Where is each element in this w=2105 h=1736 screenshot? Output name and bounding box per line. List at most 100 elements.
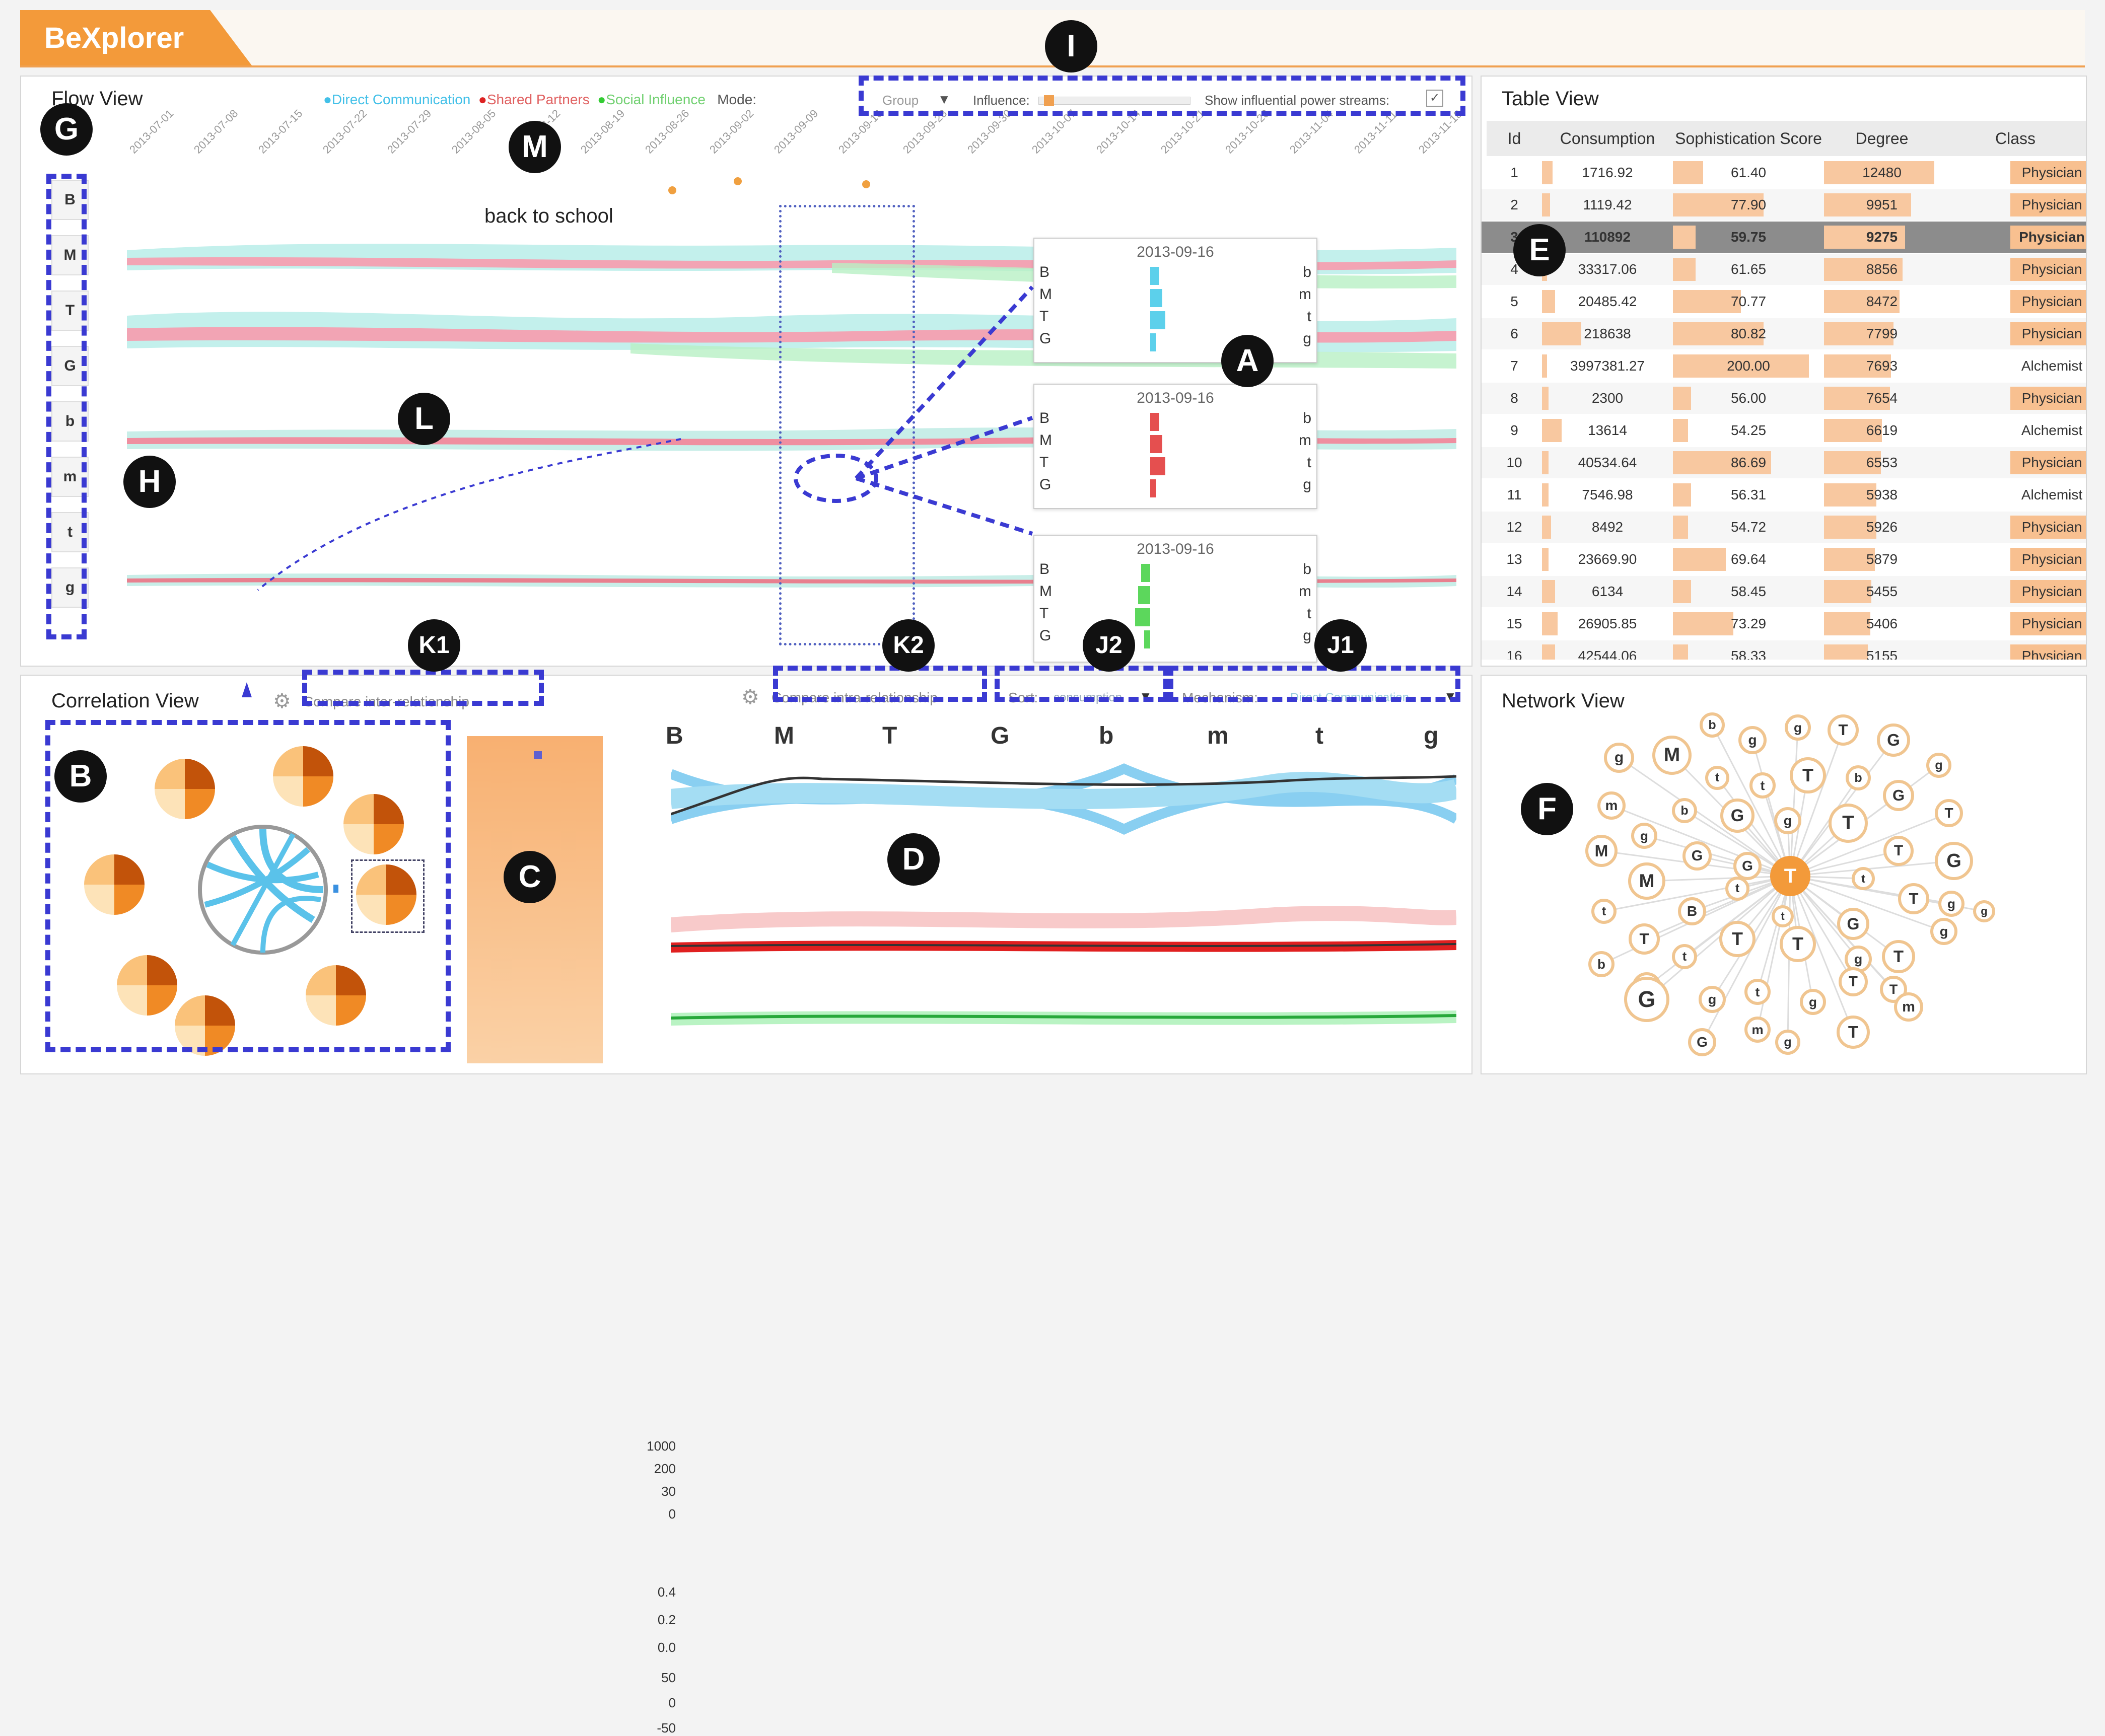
network-node[interactable]: m: [1744, 1017, 1771, 1043]
network-node[interactable]: G: [1720, 799, 1755, 833]
network-node[interactable]: T: [1882, 940, 1915, 973]
network-node[interactable]: t: [1772, 905, 1794, 927]
axis-label-G[interactable]: G: [991, 722, 1010, 749]
network-node[interactable]: G: [1624, 977, 1669, 1022]
network-node[interactable]: g: [1938, 891, 1964, 917]
network-node[interactable]: M: [1585, 835, 1618, 867]
pie-glyph[interactable]: [117, 955, 177, 1016]
pie-glyph[interactable]: [343, 794, 404, 854]
highlight-line-top[interactable]: [671, 775, 1456, 816]
pie-glyph[interactable]: [273, 746, 333, 807]
event-marker[interactable]: [862, 180, 870, 188]
gear-icon[interactable]: ⚙: [741, 686, 759, 708]
network-node[interactable]: G: [1682, 841, 1712, 871]
scale-marker[interactable]: [534, 751, 542, 759]
highlight-line-mid[interactable]: [671, 943, 1456, 947]
network-node[interactable]: g: [1604, 743, 1634, 773]
event-marker[interactable]: [734, 177, 742, 185]
network-node[interactable]: T: [1629, 923, 1660, 955]
network-node[interactable]: g: [1775, 1030, 1800, 1055]
network-node[interactable]: T: [1780, 926, 1816, 962]
network-node[interactable]: b: [1672, 798, 1697, 823]
network-node[interactable]: T: [1828, 714, 1859, 746]
network-node[interactable]: G: [1935, 842, 1973, 880]
parallel-coordinates-plot[interactable]: [671, 759, 1456, 1066]
network-node[interactable]: g: [1973, 900, 1995, 922]
network-node[interactable]: t: [1591, 899, 1617, 924]
axis-label-b[interactable]: b: [1099, 722, 1114, 749]
pie-glyph[interactable]: [84, 854, 145, 915]
network-node[interactable]: t: [1749, 772, 1776, 799]
network-node[interactable]: G: [1883, 780, 1914, 811]
network-node[interactable]: T: [1935, 799, 1963, 827]
time-selection-box[interactable]: [779, 205, 915, 645]
network-node[interactable]: T: [1790, 757, 1826, 793]
selected-pie-box[interactable]: [351, 859, 425, 933]
network-node[interactable]: G: [1688, 1028, 1716, 1056]
axis-label-B[interactable]: B: [666, 722, 683, 749]
network-node[interactable]: t: [1705, 766, 1729, 790]
pie-glyph[interactable]: [155, 759, 215, 819]
network-node[interactable]: g: [1926, 753, 1951, 778]
network-node[interactable]: T: [1883, 836, 1914, 866]
network-node[interactable]: t: [1672, 944, 1697, 969]
network-node[interactable]: B: [1678, 897, 1706, 925]
network-node[interactable]: b: [1588, 951, 1615, 977]
network-node[interactable]: g: [1930, 918, 1957, 945]
axis-label-T[interactable]: T: [882, 722, 897, 749]
legend-shared[interactable]: Shared Partners: [486, 92, 590, 107]
network-node[interactable]: g: [1699, 986, 1726, 1013]
pie-glyph[interactable]: [175, 995, 235, 1056]
axis-label-m[interactable]: m: [1207, 722, 1229, 749]
network-center-node[interactable]: T: [1770, 856, 1810, 896]
table-header-1[interactable]: Consumption: [1542, 121, 1673, 156]
network-node[interactable]: m: [1894, 992, 1923, 1022]
legend-social[interactable]: Social Influence: [606, 92, 706, 107]
legend-direct[interactable]: Direct Communication: [331, 92, 471, 107]
network-node[interactable]: T: [1898, 883, 1929, 914]
network-node[interactable]: g: [1738, 726, 1767, 754]
network-node[interactable]: G: [1837, 908, 1869, 940]
network-node[interactable]: t: [1852, 867, 1875, 890]
network-node[interactable]: t: [1744, 979, 1771, 1005]
influence-slider[interactable]: [1038, 95, 1190, 106]
gear-icon[interactable]: ⚙: [273, 690, 291, 712]
mode-select[interactable]: Group: [882, 93, 919, 108]
network-node[interactable]: T: [1837, 1016, 1870, 1049]
power-streams-checkbox[interactable]: ✓: [1426, 90, 1443, 107]
network-node[interactable]: b: [1846, 765, 1871, 790]
network-node[interactable]: G: [1877, 724, 1910, 757]
network-node[interactable]: g: [1800, 989, 1826, 1015]
slider-handle[interactable]: [1044, 95, 1054, 106]
chevron-down-icon[interactable]: ▼: [938, 92, 951, 107]
network-node[interactable]: b: [1700, 712, 1725, 738]
network-node[interactable]: g: [1785, 714, 1811, 741]
network-node[interactable]: m: [1597, 791, 1626, 820]
table-header-3[interactable]: Degree: [1824, 121, 1940, 156]
network-node[interactable]: G: [1733, 852, 1762, 880]
network-node[interactable]: g: [1631, 823, 1657, 849]
pie-glyph[interactable]: [356, 864, 416, 925]
highlight-line-bot[interactable]: [671, 1014, 1456, 1020]
network-node[interactable]: g: [1774, 807, 1801, 834]
pie-glyph[interactable]: [306, 965, 366, 1026]
table-header-0[interactable]: Id: [1487, 121, 1542, 156]
network-node[interactable]: T: [1839, 967, 1868, 996]
chord-circle[interactable]: [187, 814, 338, 965]
network-node[interactable]: T: [1829, 804, 1868, 843]
